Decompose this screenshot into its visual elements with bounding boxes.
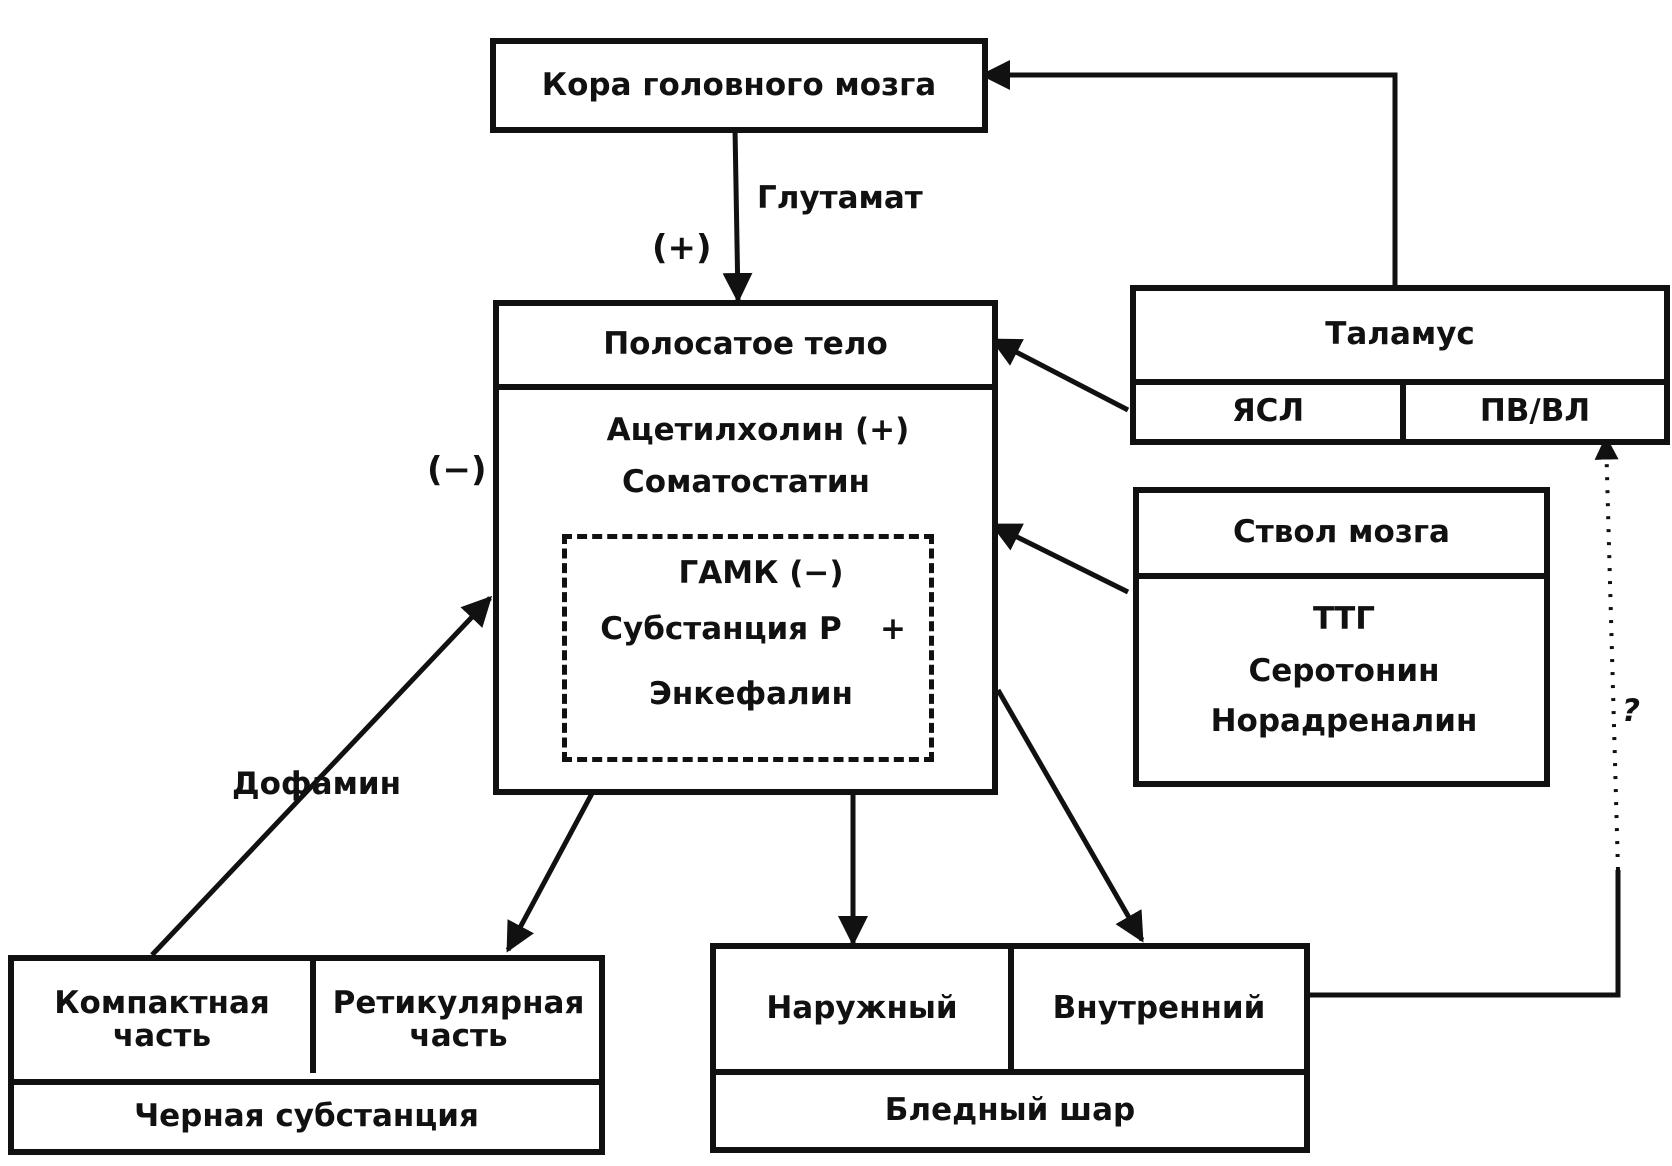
acetylcholine-label: Ацетилхолин (+) — [606, 412, 910, 448]
brainstem-divider — [1139, 573, 1544, 579]
pallidus-split — [1008, 949, 1014, 1069]
brainstem-box: Ствол мозга ТТГ Серотонин Норадреналин — [1133, 487, 1550, 787]
gaba-neuron-group: ГАМК (−) Субстанция Р + Энкефалин — [562, 534, 934, 762]
substantia-nigra-box: Компактная часть Ретикулярная часть Черн… — [8, 955, 605, 1155]
pallidus-internal: Внутренний — [1052, 990, 1266, 1027]
brainstem-serotonin: Серотонин — [1248, 653, 1440, 689]
striatum-title: Полосатое тело — [603, 326, 888, 363]
arrow-brainstem-to-striatum — [990, 522, 1130, 595]
globus-pallidus-title: Бледный шар — [884, 1092, 1136, 1129]
striatum-box: Полосатое тело Ацетилхолин (+) Соматоста… — [493, 300, 998, 795]
arrow-striatum-to-pallidus-internal — [995, 688, 1145, 943]
arrow-thalamus-to-striatum — [990, 337, 1130, 413]
brainstem-ttg: ТТГ — [1312, 601, 1376, 637]
cortex-box: Кора головного мозга — [490, 38, 988, 133]
nigra-reticular-part: Ретикулярная часть — [332, 984, 585, 1054]
excitatory-sign: (+) — [652, 228, 712, 268]
arrow-pallidus-internal-to-thalamus — [1310, 870, 1621, 998]
gaba-label: ГАМК (−) — [678, 555, 844, 591]
enkephalin-label: Энкефалин — [649, 676, 853, 712]
brainstem-noradrenaline: Норадреналин — [1210, 703, 1478, 739]
thalamus-split — [1400, 379, 1406, 439]
inhibitory-sign: (−) — [427, 450, 487, 490]
globus-pallidus-box: Наружный Внутренний Бледный шар — [710, 943, 1310, 1153]
arrow-nigra-compact-to-striatum — [150, 595, 493, 957]
thalamus-title: Таламус — [1325, 316, 1475, 353]
substantia-nigra-title: Черная субстанция — [134, 1098, 479, 1135]
nigra-split — [310, 961, 316, 1073]
glutamate-label: Глутамат — [757, 180, 923, 216]
nigra-divider — [14, 1079, 599, 1085]
arrow-thalamus-to-cortex — [980, 60, 1398, 288]
somatostatin-label: Соматостатин — [622, 464, 870, 500]
uncertain-pathway-mark: ? — [1622, 693, 1640, 729]
arrow-pallidus-internal-to-thalamus-dashed — [1594, 435, 1620, 871]
thalamus-pv-vl: ПВ/ВЛ — [1479, 393, 1591, 430]
thalamus-box: Таламус ЯСЛ ПВ/ВЛ — [1130, 285, 1670, 445]
arrow-cortex-to-striatum — [722, 127, 753, 303]
dopamine-label: Дофамин — [232, 766, 402, 802]
pallidus-divider — [716, 1069, 1304, 1075]
cortex-label: Кора головного мозга — [541, 66, 937, 103]
substance-p-label: Субстанция Р — [600, 611, 842, 647]
thalamus-vsl: ЯСЛ — [1231, 393, 1305, 430]
pallidus-external: Наружный — [766, 990, 958, 1027]
brainstem-title: Ствол мозга — [1233, 514, 1450, 551]
nigra-compact-part: Компактная часть — [54, 984, 270, 1054]
striatum-divider — [499, 384, 992, 390]
substance-p-sign: + — [880, 611, 906, 647]
